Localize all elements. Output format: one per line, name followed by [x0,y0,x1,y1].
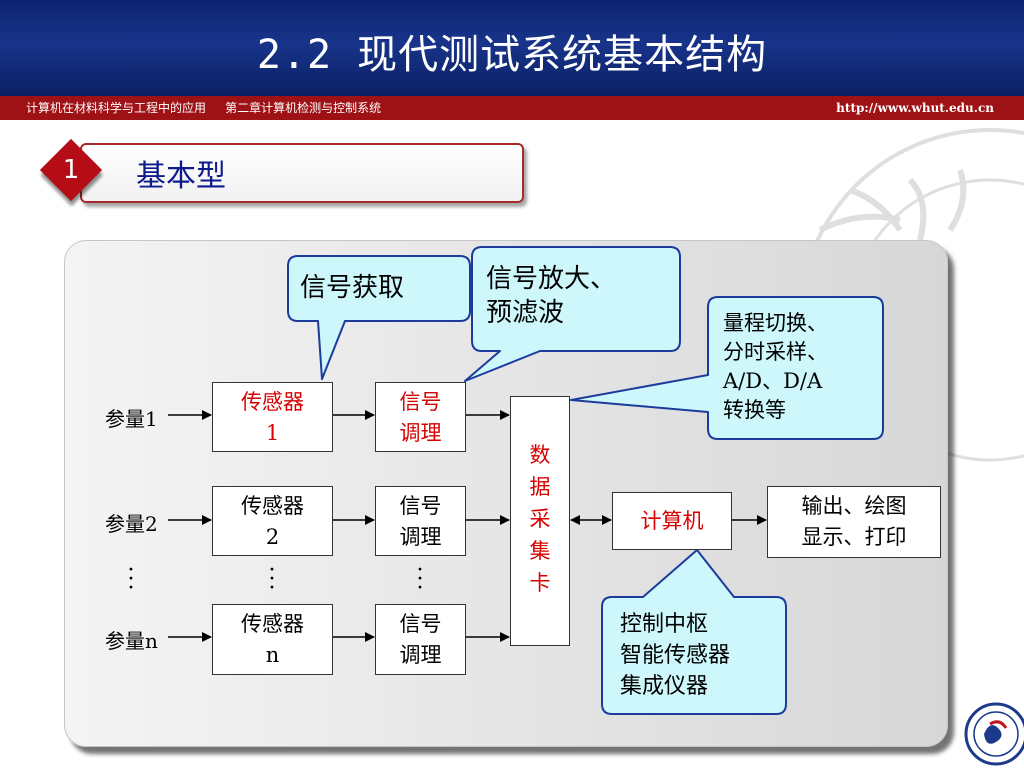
daq-char-1: 数 [529,443,551,467]
ellipsis-inputs: ··· [127,558,135,601]
conditioner-n-line2: 调理 [399,643,442,667]
subtitle-bar: 计算机在材料科学与工程中的应用 第二章计算机检测与控制系统 http://www… [0,96,1024,120]
callout-control-line3: 集成仪器 [620,674,709,699]
callout-amplify-line2: 预滤波 [486,298,565,328]
ellipsis-sensors: ··· [268,558,276,601]
sensor-box-1: 传感器 1 [212,382,333,452]
callout-convert-line3: A/D、D/A [723,369,823,393]
sensor-n-line1: 传感器 [241,612,304,636]
daq-card-box: 数 据 采 集 卡 [510,396,570,646]
conditioner-2-line2: 调理 [399,525,442,549]
section-number: 1 [62,155,80,185]
computer-label: 计算机 [640,509,704,533]
callout-convert-bubble [570,296,884,440]
callout-control-bubble [601,549,787,715]
input-label-n: 参量n [105,629,158,653]
conditioner-box-1: 信号 调理 [375,382,466,452]
callout-convert-line4: 转换等 [723,398,786,422]
computer-box: 计算机 [612,492,732,550]
sensor-1-line2: 1 [265,421,280,445]
course-chapter: 计算机在材料科学与工程中的应用 第二章计算机检测与控制系统 [26,96,381,120]
conditioner-box-2: 信号 调理 [375,486,466,556]
ellipsis-conditioners: ··· [416,558,424,601]
chapter-name: 第二章计算机检测与控制系统 [225,101,382,115]
callout-acquire-bubble [287,255,471,380]
university-logo-icon [964,702,1024,766]
callout-amplify-bubble [464,246,681,382]
conditioner-box-n: 信号 调理 [375,604,466,675]
daq-char-5: 卡 [529,571,551,595]
callout-control-line1: 控制中枢 [620,612,709,637]
callout-amplify-text: 信号放大、 预滤波 [486,262,616,330]
website-url[interactable]: http://www.whut.edu.cn [836,101,994,115]
callout-convert-line2: 分时采样、 [723,340,828,364]
conditioner-2-line1: 信号 [399,494,442,518]
conditioner-1-line2: 调理 [399,421,442,445]
daq-char-4: 集 [529,539,551,563]
daq-char-3: 采 [529,507,551,531]
output-line1: 输出、绘图 [801,494,907,518]
course-name: 计算机在材料科学与工程中的应用 [26,101,207,115]
slide-title: 2.2 现代测试系统基本结构 [256,32,768,78]
callout-control-text: 控制中枢 智能传感器 集成仪器 [620,609,730,702]
section-label: 基本型 [136,159,226,194]
conditioner-n-line1: 信号 [399,612,442,636]
output-line2: 显示、打印 [801,525,907,549]
input-label-2: 参量2 [105,512,158,536]
callout-amplify-line1: 信号放大、 [486,264,617,294]
sensor-box-n: 传感器 n [212,604,333,675]
sensor-box-2: 传感器 2 [212,486,333,556]
callout-convert-text: 量程切换、 分时采样、 A/D、D/A 转换等 [723,309,828,425]
sensor-1-line1: 传感器 [241,390,304,414]
callout-acquire-text: 信号获取 [300,273,405,303]
callout-control-line2: 智能传感器 [620,643,731,668]
sensor-2-line1: 传感器 [241,494,304,518]
title-bar [0,0,1024,96]
conditioner-1-line1: 信号 [399,390,442,414]
callout-convert-line1: 量程切换、 [723,311,828,335]
sensor-2-line2: 2 [265,525,280,549]
section-heading-box [80,143,524,203]
output-box: 输出、绘图 显示、打印 [767,486,941,558]
daq-char-2: 据 [529,475,551,499]
input-label-1: 参量1 [105,407,158,431]
sensor-n-line2: n [265,643,280,667]
